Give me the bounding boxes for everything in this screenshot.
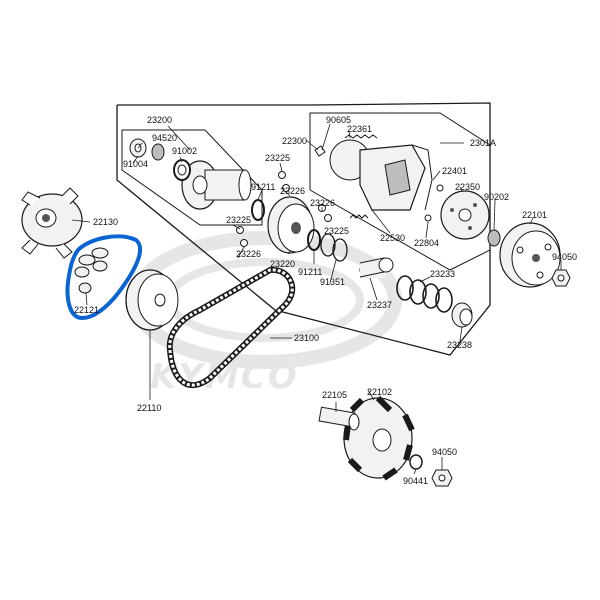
label-91351: 91351	[320, 277, 345, 287]
nut-part	[487, 229, 501, 247]
movable-drive-face-part	[21, 187, 83, 259]
label-91211-a: 91211	[251, 182, 275, 192]
label-90605: 90605	[326, 115, 351, 125]
clutch-shoe-assembly-part	[329, 139, 444, 222]
label-22101: 22101	[522, 210, 547, 220]
spring-seat-part	[451, 302, 473, 328]
label-91002: 91002	[172, 146, 197, 156]
drive-face-boss-part	[318, 406, 360, 431]
snap-ring-part	[332, 238, 348, 262]
label-2301a: 2301A	[470, 138, 496, 148]
label-90202: 90202	[484, 192, 509, 202]
label-91211-b: 91211	[298, 267, 322, 277]
label-94050-b: 94050	[432, 447, 457, 457]
label-23226-c: 23226	[236, 249, 261, 259]
clutch-carrier-plate-part	[440, 190, 490, 240]
label-22105: 22105	[322, 390, 347, 400]
label-23233: 23233	[430, 269, 455, 279]
clutch-spring-part	[344, 134, 378, 139]
snap-ring-part	[320, 233, 336, 257]
needle-bearing-part	[173, 159, 191, 181]
label-22110: 22110	[137, 403, 161, 413]
clutch-spring-part	[349, 214, 369, 219]
label-23225-a: 23225	[265, 153, 290, 163]
drive-face-nut-part	[431, 469, 453, 487]
clip-part	[314, 145, 326, 157]
label-22350: 22350	[455, 182, 480, 192]
label-23220: 23220	[270, 259, 295, 269]
fixed-driven-face-part	[267, 196, 315, 254]
flange-nut-part	[551, 269, 571, 287]
drive-face-subassembly-outline	[121, 129, 263, 226]
label-94520: 94520	[152, 133, 177, 143]
label-22361: 22361	[347, 124, 372, 134]
washer-part	[409, 454, 423, 470]
label-22121: 22121	[74, 305, 99, 315]
label-22804: 22804	[414, 238, 439, 248]
label-23200: 23200	[147, 115, 172, 125]
drive-belt-part	[166, 266, 296, 388]
label-22102: 22102	[367, 387, 392, 397]
label-91004: 91004	[123, 159, 148, 169]
drive-face-part	[125, 269, 179, 331]
fixed-drive-face-fan-part	[343, 395, 415, 481]
leader-lines	[71, 123, 562, 475]
guide-pins-part	[236, 171, 332, 247]
label-22530: 22530	[380, 233, 405, 243]
highlight-circle	[65, 234, 143, 321]
movable-driven-face-part	[181, 160, 252, 210]
label-23100: 23100	[294, 333, 319, 343]
weight-rollers-part	[74, 247, 109, 294]
driven-face-spring-part	[396, 275, 453, 313]
label-22300: 22300	[282, 136, 307, 146]
label-90441: 90441	[403, 476, 428, 486]
label-23225-c: 23225	[324, 226, 349, 236]
clutch-outer-part	[499, 222, 561, 288]
clutch-subassembly-outline	[309, 112, 491, 271]
label-23226-b: 23226	[310, 198, 335, 208]
label-94050-a: 94050	[552, 252, 577, 262]
label-22130: 22130	[93, 217, 118, 227]
driven-pulley-assembly-outline	[116, 102, 491, 356]
label-23238: 23238	[447, 340, 472, 350]
label-23237: 23237	[367, 300, 392, 310]
label-23226-a: 23226	[280, 186, 305, 196]
label-22401: 22401	[442, 166, 467, 176]
spring-seat-collar-part	[359, 257, 394, 278]
label-23225-b: 23225	[226, 215, 251, 225]
